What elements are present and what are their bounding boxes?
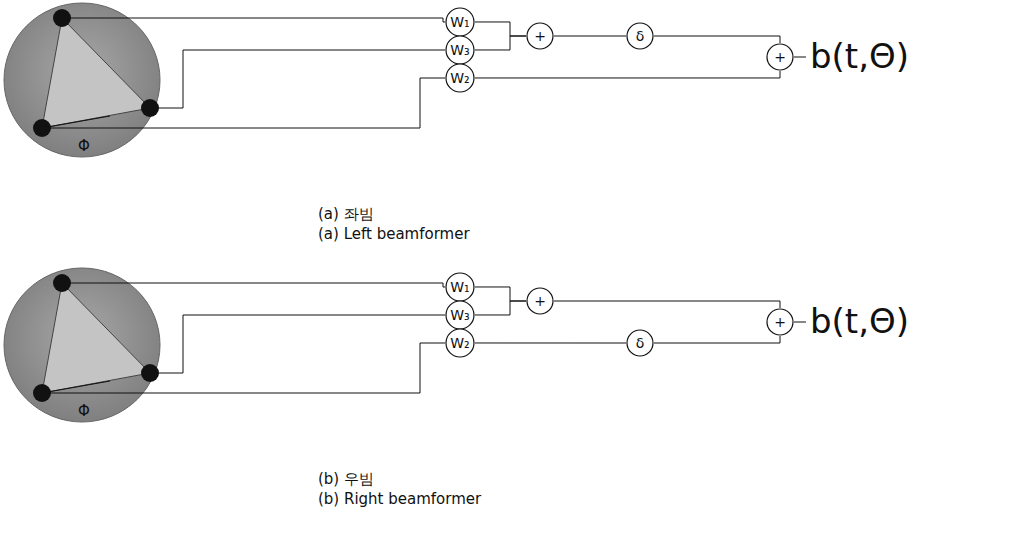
signal-wire bbox=[475, 301, 526, 315]
signal-wire bbox=[475, 22, 526, 36]
caption-english: (a) Left beamformer bbox=[318, 226, 470, 243]
caption-english: (b) Right beamformer bbox=[318, 491, 481, 508]
summer-circle: + bbox=[766, 43, 794, 71]
head-disc bbox=[4, 268, 160, 422]
weight-circle: W₂ bbox=[445, 63, 475, 93]
summer-circle: + bbox=[526, 22, 554, 50]
mic-dots bbox=[33, 9, 159, 137]
caption-korean: (a) 좌빔 bbox=[318, 206, 374, 223]
array-panel-b bbox=[4, 268, 806, 422]
signal-wire bbox=[475, 342, 626, 343]
node-text: W₁ bbox=[450, 15, 469, 29]
node-text: W₂ bbox=[450, 336, 469, 350]
mic-dots bbox=[33, 274, 159, 402]
signal-wire bbox=[554, 301, 780, 308]
array-panel-a bbox=[4, 3, 806, 157]
mic-wires bbox=[42, 283, 806, 393]
signal-wire bbox=[654, 336, 780, 343]
angle-symbol: Φ bbox=[78, 403, 90, 420]
node-text: + bbox=[774, 50, 786, 64]
output-wire bbox=[794, 322, 806, 323]
output-signal: b(t,Θ) bbox=[810, 303, 909, 340]
node-text: W₃ bbox=[450, 308, 469, 322]
node-text: + bbox=[534, 29, 546, 43]
signal-wire bbox=[475, 287, 526, 301]
node-text: W₁ bbox=[450, 280, 469, 294]
node-text: W₂ bbox=[450, 71, 469, 85]
output-wire bbox=[794, 57, 806, 58]
array-triangle bbox=[42, 283, 150, 393]
node-text: δ bbox=[636, 336, 645, 350]
delay-circle: δ bbox=[626, 22, 654, 50]
mic-wires bbox=[42, 18, 806, 128]
weight-circle: W₁ bbox=[445, 272, 475, 302]
weight-circle: W₃ bbox=[445, 300, 475, 330]
node-text: δ bbox=[636, 29, 645, 43]
output-signal: b(t,Θ) bbox=[810, 38, 909, 75]
caption-korean: (b) 우빔 bbox=[318, 471, 374, 488]
delay-circle: δ bbox=[626, 329, 654, 357]
head-disc bbox=[4, 3, 160, 157]
weight-circle: W₂ bbox=[445, 328, 475, 358]
node-text: + bbox=[774, 315, 786, 329]
summer-circle: + bbox=[526, 287, 554, 315]
array-triangle bbox=[42, 18, 150, 128]
signal-wire bbox=[475, 71, 780, 78]
node-text: + bbox=[534, 294, 546, 308]
weight-circle: W₁ bbox=[445, 7, 475, 37]
weight-circle: W₃ bbox=[445, 35, 475, 65]
signal-wire bbox=[475, 36, 526, 50]
angle-symbol: Φ bbox=[78, 138, 90, 155]
summer-circle: + bbox=[766, 308, 794, 336]
signal-wire bbox=[654, 36, 780, 43]
node-text: W₃ bbox=[450, 43, 469, 57]
signal-wire bbox=[554, 36, 626, 37]
